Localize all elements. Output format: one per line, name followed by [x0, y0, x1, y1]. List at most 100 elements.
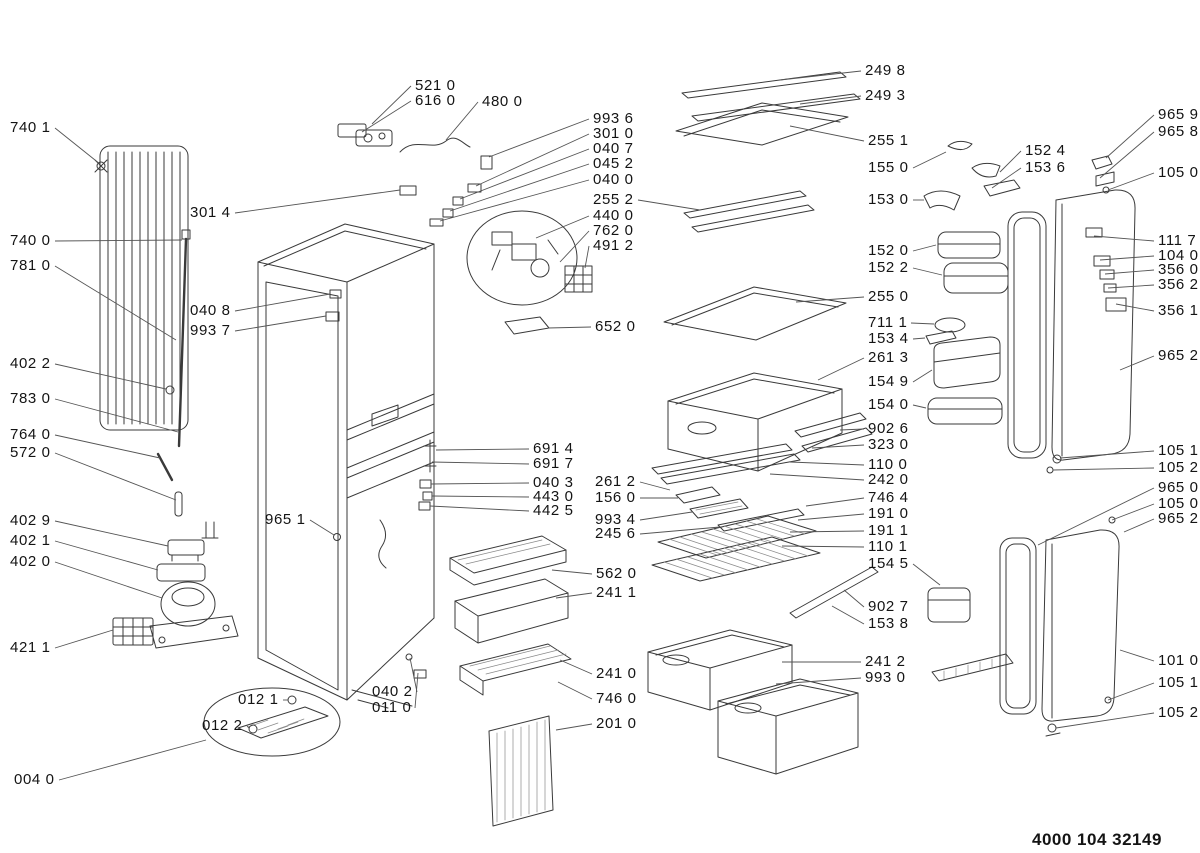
part-label: 040 8 — [190, 302, 231, 319]
part-label: 191 0 — [868, 505, 909, 522]
part-label: 101 0 — [1158, 652, 1199, 669]
freezer-shelves — [651, 486, 879, 619]
door-bins — [923, 140, 1021, 682]
part-label: 691 7 — [533, 455, 574, 472]
upper-door — [1007, 155, 1136, 474]
part-label: 965 9 — [1158, 106, 1199, 123]
top-hinge-group — [337, 123, 471, 196]
screw-part — [333, 533, 341, 541]
part-label: 261 3 — [868, 349, 909, 366]
part-label: 154 5 — [868, 555, 909, 572]
part-label: 301 0 — [593, 125, 634, 142]
part-label: 711 1 — [868, 314, 908, 331]
part-label: 152 4 — [1025, 142, 1066, 159]
part-label: 255 2 — [593, 191, 634, 208]
part-label: 902 7 — [868, 598, 909, 615]
part-label: 443 0 — [533, 488, 574, 505]
part-label: 993 0 — [865, 669, 906, 686]
part-label: 249 3 — [865, 87, 906, 104]
compressor-group — [112, 539, 239, 649]
part-label: 965 8 — [1158, 123, 1199, 140]
part-label: 040 3 — [533, 474, 574, 491]
part-label: 965 1 — [265, 511, 306, 528]
cabinet-body — [257, 223, 437, 709]
lamp-cover-part — [504, 316, 550, 335]
part-label: 012 2 — [202, 717, 243, 734]
tube-piece-part — [174, 491, 183, 517]
part-label: 965 2 — [1158, 510, 1199, 527]
wire-part — [399, 137, 471, 153]
part-label: 255 0 — [868, 288, 909, 305]
thermostat-cluster — [429, 155, 593, 335]
part-label: 241 1 — [596, 584, 637, 601]
part-label: 746 4 — [868, 489, 909, 506]
part-label: 110 1 — [868, 538, 908, 555]
part-label: 191 1 — [868, 522, 909, 539]
condenser-coil-part — [94, 145, 189, 431]
part-label: 153 0 — [868, 191, 909, 208]
part-label: 105 2 — [1158, 704, 1199, 721]
freezer-drawers — [647, 629, 859, 775]
grommet-part — [165, 385, 175, 395]
part-label: 241 2 — [865, 653, 906, 670]
door-gasket-part — [1007, 211, 1047, 459]
part-label: 153 8 — [868, 615, 909, 632]
part-label: 521 0 — [415, 77, 456, 94]
part-label: 616 0 — [415, 92, 456, 109]
part-label: 154 0 — [868, 396, 909, 413]
rail-part — [789, 566, 879, 619]
glass-shelves — [663, 71, 861, 341]
part-label: 105 0 — [1158, 164, 1199, 181]
part-label: 152 0 — [868, 242, 909, 259]
relay-box-part — [564, 265, 593, 293]
part-label: 242 0 — [868, 471, 909, 488]
part-label: 402 0 — [10, 553, 51, 570]
part-label: 356 1 — [1158, 302, 1199, 319]
part-label: 781 0 — [10, 257, 51, 274]
part-label: 740 0 — [10, 232, 51, 249]
part-label: 040 2 — [372, 683, 413, 700]
part-label: 012 1 — [238, 691, 279, 708]
door-gasket-part — [999, 537, 1037, 715]
part-label: 245 6 — [595, 525, 636, 542]
part-label: 762 0 — [593, 222, 634, 239]
capillary-tube-part — [156, 229, 219, 539]
thermostat-housing-part — [371, 404, 399, 427]
part-label: 402 2 — [10, 355, 51, 372]
part-label: 301 4 — [190, 204, 231, 221]
part-label: 040 7 — [593, 140, 634, 157]
part-label: 155 0 — [868, 159, 909, 176]
part-label: 993 7 — [190, 322, 231, 339]
part-label: 993 4 — [595, 511, 636, 528]
part-label: 105 1 — [1158, 674, 1199, 691]
part-label: 491 2 — [593, 237, 634, 254]
part-label: 153 6 — [1025, 159, 1066, 176]
part-label: 402 9 — [10, 512, 51, 529]
part-label: 249 8 — [865, 62, 906, 79]
part-label: 323 0 — [868, 436, 909, 453]
part-label: 442 5 — [533, 502, 574, 519]
part-label: 255 1 — [868, 132, 909, 149]
compressor-part — [160, 581, 216, 627]
part-label: 045 2 — [593, 155, 634, 172]
leader-lines — [54, 70, 1155, 781]
part-label: 004 0 — [14, 771, 55, 788]
lower-door — [999, 516, 1120, 737]
part-label: 154 9 — [868, 373, 909, 390]
part-label: 562 0 — [596, 565, 637, 582]
part-label: 241 0 — [596, 665, 637, 682]
part-label: 652 0 — [595, 318, 636, 335]
part-label: 402 1 — [10, 532, 51, 549]
part-label: 440 0 — [593, 207, 634, 224]
part-label: 105 1 — [1158, 442, 1199, 459]
part-label: 104 0 — [1158, 247, 1199, 264]
part-label: 201 0 — [596, 715, 637, 732]
center-trays — [449, 535, 572, 827]
part-label: 356 2 — [1158, 276, 1199, 293]
crisper-drawer — [651, 372, 873, 485]
part-label: 011 0 — [372, 699, 412, 716]
bracket-part — [399, 185, 417, 196]
part-label: 040 0 — [593, 171, 634, 188]
part-label: 965 0 — [1158, 479, 1199, 496]
